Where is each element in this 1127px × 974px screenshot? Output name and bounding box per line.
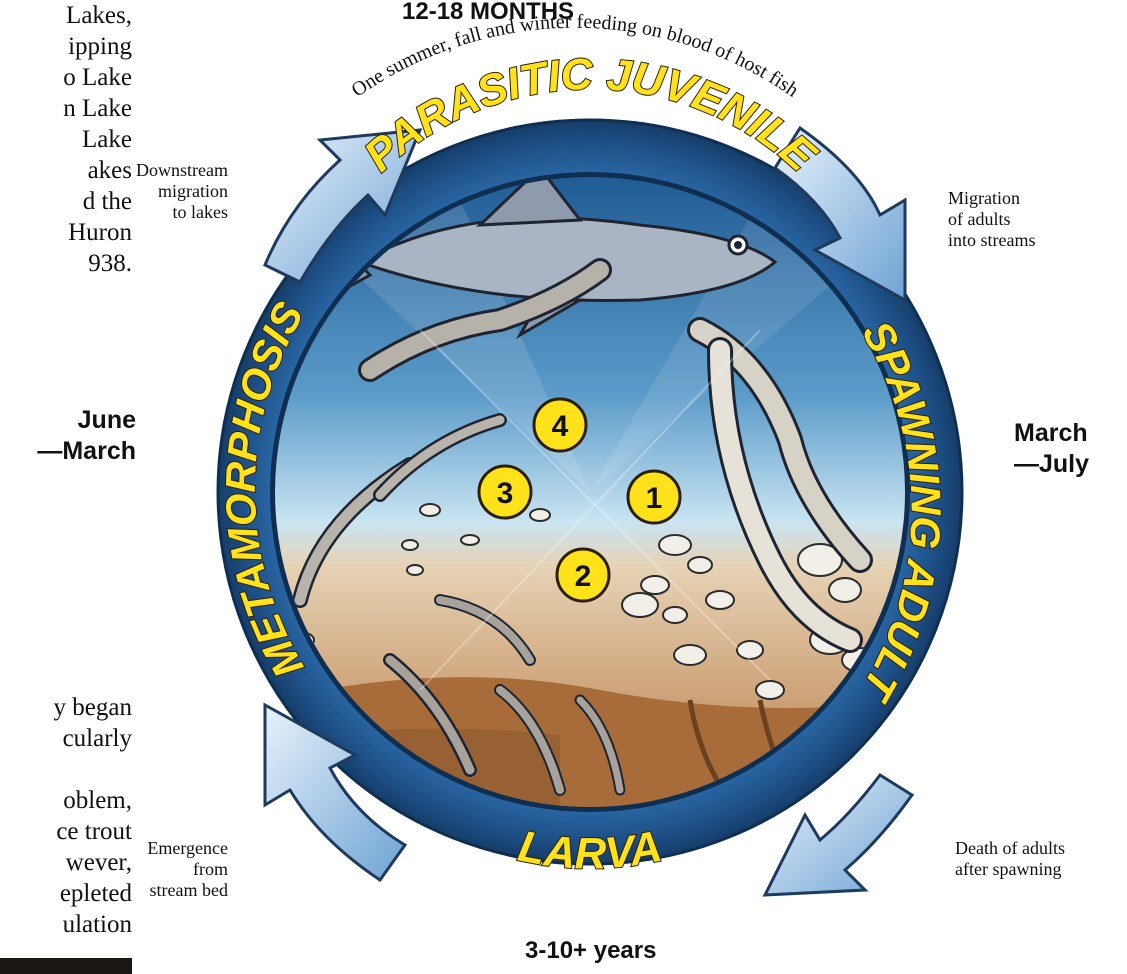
stage-larva: LARVA xyxy=(515,822,666,879)
note-adult-death: Death of adults after spawning xyxy=(955,838,1065,880)
svg-text:3: 3 xyxy=(497,477,514,510)
svg-text:1: 1 xyxy=(646,482,663,515)
note-downstream-migration: Downstream migration to lakes xyxy=(132,160,228,223)
metamorphosis-timing: June —March xyxy=(36,405,136,467)
stage-number-1: 1 xyxy=(628,471,680,523)
stage-number-2: 2 xyxy=(557,549,609,601)
svg-text:4: 4 xyxy=(552,410,569,443)
note-adult-migration: Migration of adults into streams xyxy=(948,188,1036,251)
spawning-timing: March —July xyxy=(1014,418,1089,480)
parasitic-duration: 12-18 MONTHS xyxy=(402,0,574,26)
stage-number-3: 3 xyxy=(479,466,531,518)
note-emergence: Emergence from stream bed xyxy=(134,838,228,901)
larva-duration: 3-10+ years xyxy=(525,937,656,965)
svg-text:2: 2 xyxy=(575,560,592,593)
stage-number-4: 4 xyxy=(534,399,586,451)
